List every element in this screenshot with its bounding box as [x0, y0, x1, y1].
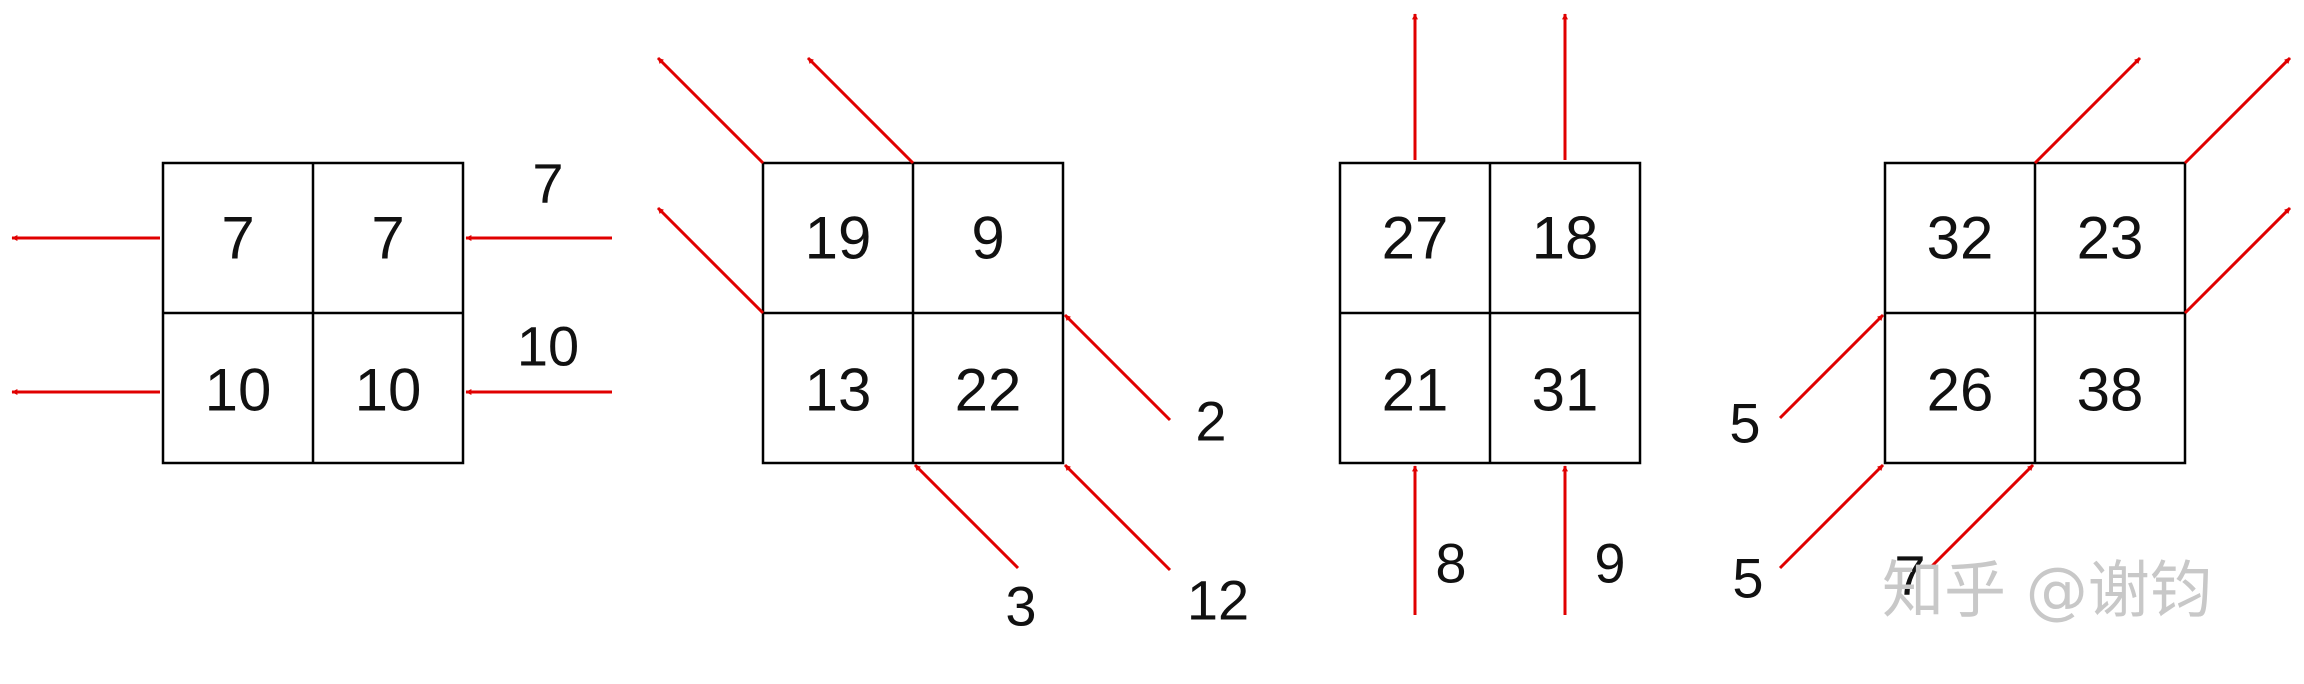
- panel-4-input-label-bottom-middle: 7: [1894, 544, 1925, 607]
- panel-2-cell-bottom-right: 22: [955, 357, 1022, 424]
- watermark-text: 知乎 @谢钧: [1882, 554, 2212, 627]
- panel-1: 7 7 10 10 7 10: [11, 152, 612, 465]
- panel-3-input-label-right: 9: [1594, 532, 1625, 595]
- panel-2: 19 9 13 22 2 3 12: [656, 56, 1249, 638]
- panel-3-input-label-left: 8: [1435, 532, 1466, 595]
- panel-3-cell-bottom-right: 31: [1532, 357, 1599, 424]
- panel-2-input-arrow-bottom-right: [1063, 463, 1172, 572]
- panel-3-grid: [1338, 161, 1642, 465]
- panel-2-input-arrow-bottom-middle: [913, 463, 1020, 570]
- panel-2-input-arrow-right: [1063, 313, 1172, 422]
- panel-2-input-label-bottom-middle: 3: [1005, 575, 1036, 638]
- panel-2-output-arrow-top-left: [656, 56, 765, 165]
- panel-1-input-label-bottom: 10: [517, 315, 579, 378]
- panel-1-cell-top-left: 7: [221, 205, 254, 272]
- panel-4-input-arrow-bottom-left: [1778, 463, 1885, 570]
- panel-2-input-label-bottom-right: 12: [1187, 569, 1249, 632]
- panel-4-cell-bottom-left: 26: [1927, 357, 1994, 424]
- panel-4-cell-top-right: 23: [2077, 205, 2144, 272]
- panel-1-cell-top-right: 7: [371, 205, 404, 272]
- panel-3-cell-top-right: 18: [1532, 205, 1599, 272]
- panel-1-grid: [161, 161, 465, 465]
- panel-3-cell-bottom-left: 21: [1382, 357, 1449, 424]
- panel-4-output-arrow-top-middle: [2033, 56, 2142, 165]
- panel-4-cell-bottom-right: 38: [2077, 357, 2144, 424]
- panel-4-output-arrow-middle-right: [2183, 206, 2292, 315]
- panel-4: 32 23 26 38 5 5 7: [1729, 56, 2292, 610]
- panel-1-input-label-top: 7: [532, 152, 563, 215]
- panel-1-cell-bottom-right: 10: [355, 357, 422, 424]
- panel-2-input-label-right: 2: [1195, 390, 1226, 453]
- panel-4-input-label-bottom-left: 5: [1732, 547, 1763, 610]
- panel-2-cell-top-right: 9: [971, 205, 1004, 272]
- panel-4-input-arrow-bottom-middle: [1928, 463, 2035, 570]
- panel-3: 27 18 21 31 8 9: [1338, 13, 1642, 615]
- panel-4-input-label-middle-left: 5: [1729, 392, 1760, 455]
- panel-4-cell-top-left: 32: [1927, 205, 1994, 272]
- panel-2-cell-top-left: 19: [805, 205, 872, 272]
- panel-1-cell-bottom-left: 10: [205, 357, 272, 424]
- panel-3-cell-top-left: 27: [1382, 205, 1449, 272]
- panel-4-output-arrow-top-right: [2183, 56, 2292, 165]
- panel-4-input-arrow-middle-left: [1778, 313, 1885, 420]
- panel-2-cell-bottom-left: 13: [805, 357, 872, 424]
- panel-2-output-arrow-top-middle: [806, 56, 915, 165]
- panel-2-output-arrow-middle-left: [656, 206, 765, 315]
